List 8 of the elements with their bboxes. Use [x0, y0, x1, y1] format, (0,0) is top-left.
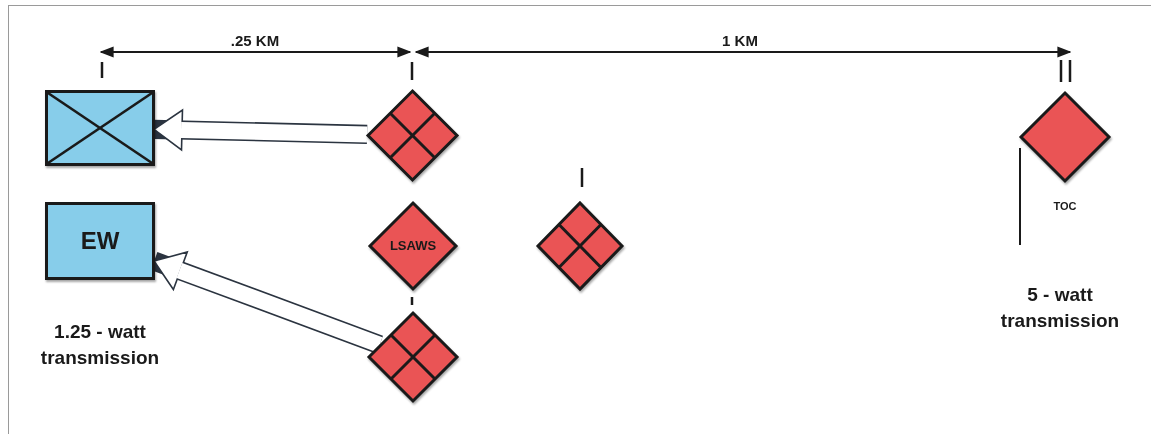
- node-label: LSAWS: [388, 237, 438, 255]
- distance-label: .25 KM: [229, 31, 281, 51]
- caption-text: 5 - watt transmission: [999, 283, 1121, 333]
- distance-label: 1 KM: [721, 31, 759, 51]
- hollow-arrow: [153, 109, 368, 151]
- node-label: TOC: [1052, 199, 1078, 214]
- caption-text: 1.25 - watt transmission: [39, 320, 161, 370]
- crossed-unit-box: [45, 90, 155, 166]
